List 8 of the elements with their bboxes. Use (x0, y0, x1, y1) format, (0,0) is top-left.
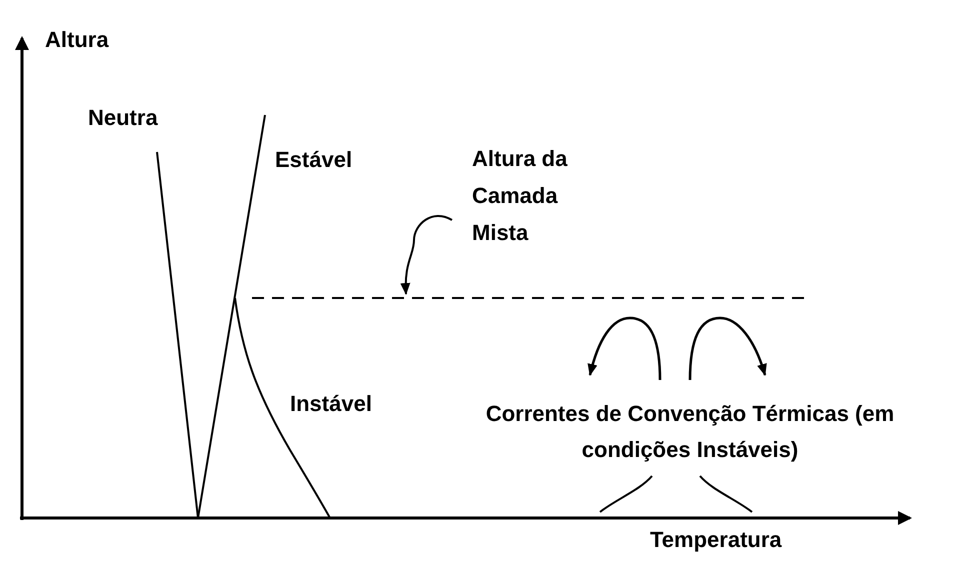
axis-title: Temperatura (650, 526, 782, 554)
curve-label: Estável (275, 146, 352, 174)
axis-title: Altura (45, 26, 109, 54)
curve-label: Neutra (88, 104, 158, 132)
curve-label: Instável (290, 390, 372, 418)
annotation-text: Altura da Camada Mista (472, 140, 592, 251)
annotation-text: Correntes de Convenção Térmicas (em condições Instáveis) (484, 400, 896, 464)
leader-line (400, 214, 452, 295)
